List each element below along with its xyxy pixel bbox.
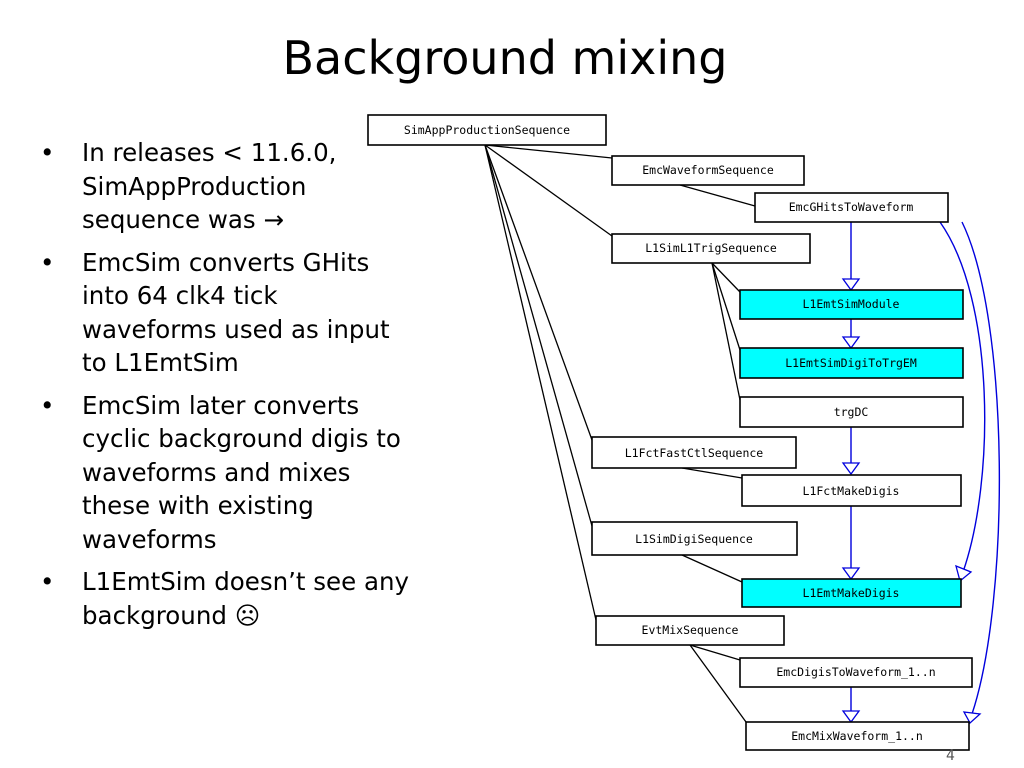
edge-l1trig-l1emtdigi <box>711 262 741 351</box>
edge-l1trig-l1emtmodule <box>711 262 741 293</box>
edge-simapp-emcwaveformseq <box>484 144 613 159</box>
node-evtmixsequence: EvtMixSequence <box>595 615 785 646</box>
edge-simapp-evtmixseq <box>484 144 597 621</box>
node-emcwaveformsequence: EmcWaveformSequence <box>611 155 805 186</box>
bullet-marker: • <box>40 390 55 420</box>
node-simappproductionsequence: SimAppProductionSequence <box>367 114 607 146</box>
node-emcdigistowaveform: EmcDigisToWaveform_1..n <box>739 657 973 688</box>
node-label: EmcGHitsToWaveform <box>789 200 914 214</box>
flow-emcghits-emcmixwf <box>961 221 1001 715</box>
node-label: EmcMixWaveform_1..n <box>791 729 923 743</box>
node-label: EvtMixSequence <box>642 623 739 637</box>
bullet-item: • L1EmtSim doesn’t see any background ☹ <box>40 565 410 632</box>
bullet-item: • EmcSim converts GHits into 64 clk4 tic… <box>40 246 410 380</box>
node-label: trgDC <box>834 405 869 419</box>
bullet-marker: • <box>40 567 55 596</box>
node-emcmixwaveform: EmcMixWaveform_1..n <box>745 721 970 751</box>
edge-l1simdigi-l1emtmakedigis <box>681 554 743 583</box>
flow-emcghits-l1emtmakedigis <box>939 221 986 573</box>
node-label: L1FctFastCtlSequence <box>625 446 764 460</box>
node-l1siml1trigsequence: L1SimL1TrigSequence <box>611 233 811 264</box>
node-label: L1EmtSimDigiToTrgEM <box>785 356 917 370</box>
arrowhead <box>841 336 861 350</box>
node-label: L1EmtMakeDigis <box>803 586 900 600</box>
edge-simapp-l1simdigiseq <box>484 144 593 527</box>
arrowhead <box>841 278 861 292</box>
edge-simapp-l1siml1trigseq <box>484 144 613 237</box>
edge-l1fct-makedigis <box>681 467 743 479</box>
node-l1emtmakedigis: L1EmtMakeDigis <box>741 578 962 608</box>
page-number: 4 <box>946 748 955 764</box>
node-label: EmcWaveformSequence <box>642 163 774 177</box>
node-label: L1EmtSimModule <box>803 297 900 311</box>
dataflow-edges <box>841 221 1001 725</box>
edge-evtmix-emcdigiswf <box>689 644 741 661</box>
bullet-item: • In releases < 11.6.0, SimAppProduction… <box>40 136 410 237</box>
arrowhead <box>841 567 861 581</box>
bullet-text: L1EmtSim doesn’t see any background ☹ <box>82 567 410 630</box>
bullet-marker: • <box>40 247 55 277</box>
node-label: L1FctMakeDigis <box>803 484 900 498</box>
node-l1emtsimdigitotrgem: L1EmtSimDigiToTrgEM <box>739 347 964 379</box>
node-label: SimAppProductionSequence <box>404 123 570 137</box>
edge-l1trig-trgdc <box>711 262 741 401</box>
node-l1emtsimmodule: L1EmtSimModule <box>739 289 964 320</box>
hierarchy-edges <box>484 144 756 723</box>
node-l1fctmakedigis: L1FctMakeDigis <box>741 474 962 507</box>
node-label: L1SimL1TrigSequence <box>645 241 777 255</box>
slide-title: Background mixing <box>282 31 728 85</box>
edge-simapp-l1fctfastctlseq <box>484 144 593 441</box>
arrowhead <box>962 711 982 725</box>
node-l1fctfastctlsequence: L1FctFastCtlSequence <box>591 436 797 469</box>
arrowhead <box>841 710 861 724</box>
bullet-text: EmcSim later converts cyclic background … <box>82 390 401 554</box>
node-trgdc: trgDC <box>739 396 964 428</box>
arrowhead <box>841 462 861 476</box>
bullet-text: EmcSim converts GHits into 64 clk4 tick … <box>82 247 390 378</box>
edge-evtmix-emcmixwf <box>689 644 747 723</box>
node-l1simdigisequence: L1SimDigiSequence <box>591 521 798 556</box>
arrowhead <box>955 564 973 583</box>
bullet-marker: • <box>40 138 55 167</box>
node-label: EmcDigisToWaveform_1..n <box>776 665 935 679</box>
bullet-item: • EmcSim later converts cyclic backgroun… <box>40 389 410 557</box>
edge-emcwaveformseq-emcghits <box>679 184 756 207</box>
bullet-list: • In releases < 11.6.0, SimAppProduction… <box>40 136 410 641</box>
bullet-text: In releases < 11.6.0, SimAppProduction s… <box>82 138 337 234</box>
node-emcghitstowaveform: EmcGHitsToWaveform <box>754 192 949 223</box>
node-label: L1SimDigiSequence <box>635 532 753 546</box>
